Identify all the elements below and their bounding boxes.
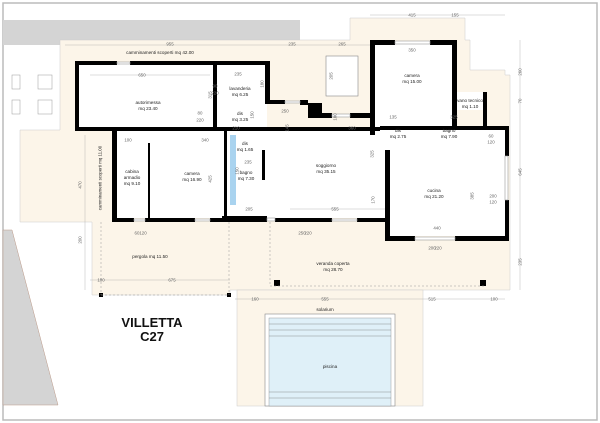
room-label-pergola: pergola mq 11.50 [132,254,168,259]
dimension-label: 120 [139,230,147,236]
windows [116,40,509,241]
title-line1: VILLETTA [121,315,183,330]
dimension-label: 220 [196,117,204,123]
dimension-label: 235 [517,258,523,266]
dimension-label: 235 [234,71,242,77]
dimension-label: 235 [288,41,296,47]
dimension-label: 515 [428,296,436,302]
dimension-lines [65,14,521,300]
dimension-label: 135 [389,114,397,120]
dimension-label: 220 [211,90,219,96]
dimension-label: 250 [281,108,289,114]
dimension-label: 650 [138,72,146,78]
dimension-label: 235 [244,159,252,165]
room-label-piscina: piscina [322,364,338,369]
title-line2: C27 [140,329,164,344]
dimension-label: 555 [321,296,329,302]
dimension-label: 470 [77,181,83,189]
dimension-label: 955 [166,41,174,47]
dimension-label: 340 [201,137,209,143]
dimension-label: 440 [433,225,441,231]
pool-steps [269,323,391,399]
room-label-solarium: solarium [316,307,334,312]
dimension-label: 150 [249,111,255,119]
pool-water [268,317,392,407]
dimension-label: 260 [517,68,523,76]
dimension-label: 100 [490,296,498,302]
dimension-label: 170 [370,196,376,204]
dimension-label: 250 [298,230,306,236]
dimension-label: 675 [168,277,176,283]
shaft-highlight [230,135,236,205]
dimension-label: 205 [245,206,253,212]
dimension-label: 60 [488,133,494,139]
dimension-label: 325 [369,150,375,158]
dimension-label: 90 [212,83,218,89]
dimension-label: 120 [489,199,497,205]
room-label-camminamenti-2: camminamenti scoperti mq 11.00 [97,145,103,211]
dimension-label: 145 [284,124,290,132]
room-label-camminamenti: camminamenti scoperti mq 42.00 [126,50,194,55]
dimension-label: 120 [487,139,495,145]
dimension-label: 60 [134,230,140,236]
dimension-label: 80 [197,110,203,116]
dimension-label: 205 [328,72,334,80]
dimension-label: 555 [331,206,339,212]
dimension-label: 360 [348,125,356,131]
dimension-label: 645 [517,168,523,176]
dimension-label: 385 [469,192,475,200]
dimension-label: 150 [234,167,240,175]
dimension-label: 200 [77,236,83,244]
dimension-label: 210 [232,125,240,131]
dimension-label: 350 [408,47,416,53]
dimension-label: 70 [517,98,523,104]
dimension-label: 200 [489,193,497,199]
dimension-label: 265 [338,41,346,47]
dimension-label: 100 [97,277,105,283]
dimension-label: 180 [332,113,338,121]
dimension-label: 220 [304,230,312,236]
dimension-label: 180 [259,80,265,88]
dimension-label: 425 [207,175,213,183]
walls [75,40,509,297]
dimension-label: 325 [450,114,458,120]
dimension-label: 100 [124,137,132,143]
lot-ground [3,20,300,45]
skylight [325,55,359,97]
dimension-label: 220 [434,245,442,251]
dimension-label: 155 [451,12,459,18]
dimension-label: 415 [408,12,416,18]
lot-ground-edge [2,229,59,406]
dimension-label: 200 [428,245,436,251]
dimension-label: 160 [251,296,259,302]
